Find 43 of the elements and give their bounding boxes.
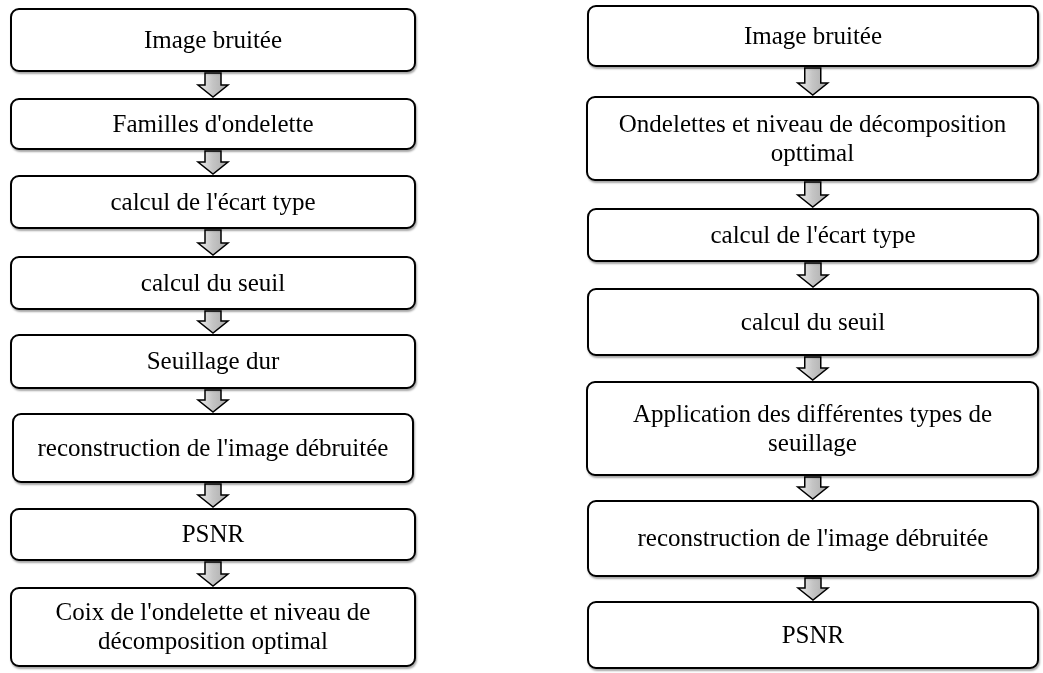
process-box	[587, 601, 1039, 669]
step-text: PSNR	[781, 620, 845, 650]
step-text: Application des différentes types de seuillage	[631, 399, 994, 458]
step-text: calcul de l'écart type	[710, 220, 916, 250]
process-box	[587, 288, 1039, 356]
block-arrow	[795, 67, 830, 96]
step-text: calcul de l'écart type	[110, 187, 316, 217]
process-box	[12, 413, 414, 483]
block-arrow	[795, 181, 830, 208]
step-text: Image bruitée	[143, 25, 283, 55]
block-arrow	[195, 72, 231, 98]
step-text: Coix de l'ondelette et niveau de décomposition optimal	[54, 598, 372, 656]
block-arrow	[195, 561, 231, 587]
process-box	[10, 175, 416, 229]
process-box	[10, 508, 416, 561]
step-text: Familles d'ondelette	[112, 109, 314, 139]
block-arrow	[795, 577, 831, 601]
step-text: Ondelettes et niveau de décomposition opttimal	[617, 109, 1008, 168]
process-box	[587, 208, 1039, 262]
step-text: Seuillage dur	[146, 347, 280, 376]
process-box	[10, 334, 416, 389]
block-arrow	[195, 389, 231, 413]
block-arrow	[195, 483, 231, 508]
block-arrow	[195, 229, 231, 256]
process-box	[10, 98, 416, 150]
process-box	[587, 5, 1039, 67]
block-arrow	[795, 476, 830, 500]
step-text: PSNR	[181, 520, 245, 549]
step-text: Image bruitée	[743, 21, 883, 51]
process-box	[587, 500, 1039, 577]
block-arrow	[795, 262, 831, 288]
process-box	[10, 256, 416, 310]
step-text: calcul du seuil	[140, 268, 286, 298]
process-box	[586, 381, 1039, 476]
block-arrow	[195, 150, 231, 175]
step-text: reconstruction de l'image débruitée	[37, 433, 389, 463]
process-box	[586, 96, 1039, 181]
step-text: reconstruction de l'image débruitée	[637, 524, 989, 553]
block-arrow	[795, 356, 830, 381]
process-box	[10, 8, 416, 72]
block-arrow	[195, 310, 231, 334]
process-box	[10, 587, 416, 667]
step-text: calcul du seuil	[740, 307, 886, 337]
